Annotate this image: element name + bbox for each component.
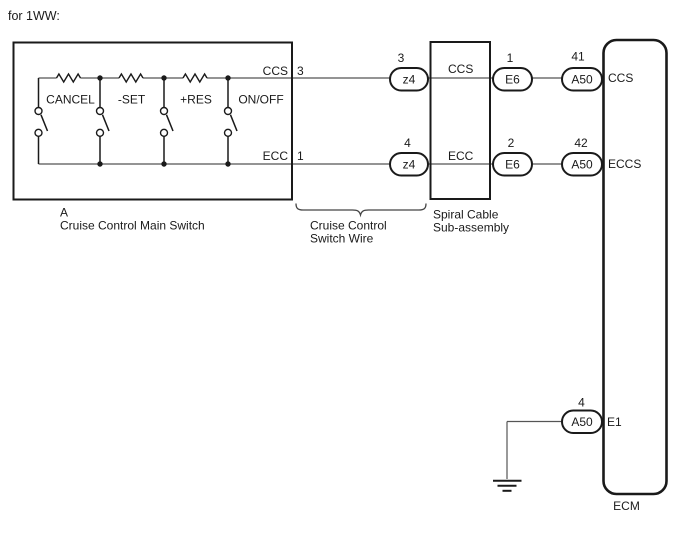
resistor-symbol xyxy=(55,72,82,84)
pin-number-ccs: 3 xyxy=(297,64,304,78)
junction-dot xyxy=(97,75,103,81)
connector-a50-e1: A50 4 xyxy=(561,396,603,434)
switch-blade xyxy=(229,114,238,132)
component-name-label: Cruise Control Main Switch xyxy=(60,219,205,233)
main-switch-box xyxy=(12,41,293,201)
junction-dot xyxy=(225,75,231,81)
switch-contact xyxy=(95,128,105,138)
switch-symbol-cancel xyxy=(34,78,49,164)
connector-code: z4 xyxy=(403,158,416,172)
switch-label-cancel: CANCEL xyxy=(46,93,95,107)
switch-blade xyxy=(101,114,110,132)
switch-contact xyxy=(34,106,43,116)
ecm-terminal-ccs: CCS xyxy=(608,71,633,85)
switch-symbol-res xyxy=(159,78,174,164)
ecm-name-label: ECM xyxy=(613,499,640,513)
ecm-terminal-e1: E1 xyxy=(607,415,622,429)
spiral-name-line1: Spiral Cable xyxy=(433,208,499,222)
connector-oval xyxy=(492,152,533,177)
pin-number: 2 xyxy=(508,136,515,150)
resistor-symbol xyxy=(118,72,144,84)
connector-code: A50 xyxy=(571,158,593,172)
switch-contact xyxy=(159,106,169,116)
signal-label-ecc: ECC xyxy=(263,149,289,163)
connector-code: z4 xyxy=(403,73,416,87)
connector-a50-ccs: A50 41 xyxy=(561,50,603,92)
pin-number: 1 xyxy=(507,51,514,65)
pin-number: 3 xyxy=(398,51,405,65)
junction-dot xyxy=(225,161,231,167)
switch-label-onoff: ON/OFF xyxy=(238,93,283,107)
connector-oval xyxy=(389,67,429,92)
switch-label-set: -SET xyxy=(118,93,146,107)
switch-contact xyxy=(159,128,169,138)
switch-symbol-onoff xyxy=(223,78,238,164)
connector-z4-ccs: z4 3 xyxy=(389,51,429,92)
connector-e6-ccs: E6 1 xyxy=(492,51,533,92)
switch-contact xyxy=(223,128,233,138)
connector-oval xyxy=(561,409,603,434)
switch-blade xyxy=(40,114,49,132)
connector-oval xyxy=(389,152,429,177)
pin-number: 4 xyxy=(578,396,585,410)
connector-code: A50 xyxy=(571,73,593,87)
switch-symbol-set xyxy=(95,78,110,164)
pin-number-ecc: 1 xyxy=(297,149,304,163)
junction-dot xyxy=(161,75,167,81)
connector-e6-ecc: E6 2 xyxy=(492,136,533,177)
ecm: CCS ECCS E1 ECM xyxy=(602,38,668,513)
cruise-control-switch-wire: Cruise Control Switch Wire xyxy=(295,203,427,246)
brace-symbol xyxy=(295,203,427,218)
switch-contact xyxy=(34,128,43,138)
ecm-terminal-eccs: ECCS xyxy=(608,157,641,171)
connector-oval xyxy=(561,152,603,177)
pin-number: 41 xyxy=(571,50,585,64)
junction-dot xyxy=(161,161,167,167)
ecm-box xyxy=(602,38,668,496)
component-ref-label: A xyxy=(60,206,68,220)
switch-contact xyxy=(95,106,105,116)
connector-code: E6 xyxy=(505,73,520,87)
spiral-terminal-ccs: CCS xyxy=(448,62,473,76)
connector-code: E6 xyxy=(505,158,520,172)
connector-z4-ecc: z4 4 xyxy=(389,136,429,177)
wire-name-line1: Cruise Control xyxy=(310,219,387,233)
signal-label-ccs: CCS xyxy=(263,64,288,78)
wire-ground xyxy=(506,420,562,479)
junction-dot xyxy=(97,161,103,167)
ground-symbol xyxy=(493,479,522,492)
connector-code: A50 xyxy=(571,415,593,429)
cruise-control-main-switch: CANCEL -SET +RES ON/OFF CCS 3 ECC 1 A Cr… xyxy=(12,41,304,233)
connector-a50-eccs: A50 42 xyxy=(561,136,603,177)
diagram-title: for 1WW: xyxy=(8,9,60,23)
spiral-cable-box xyxy=(429,41,491,200)
spiral-terminal-ecc: ECC xyxy=(448,149,474,163)
spiral-cable-sub-assembly: CCS ECC Spiral Cable Sub-assembly xyxy=(429,41,509,235)
connector-oval xyxy=(492,67,533,92)
wire-name-line2: Switch Wire xyxy=(310,232,374,246)
resistor-symbol xyxy=(182,72,208,84)
switch-contact xyxy=(223,106,233,116)
connector-oval xyxy=(561,67,603,92)
pin-number: 4 xyxy=(404,136,411,150)
spiral-name-line2: Sub-assembly xyxy=(433,221,509,235)
switch-blade xyxy=(165,114,174,132)
pin-number: 42 xyxy=(574,136,588,150)
switch-label-res: +RES xyxy=(180,93,212,107)
